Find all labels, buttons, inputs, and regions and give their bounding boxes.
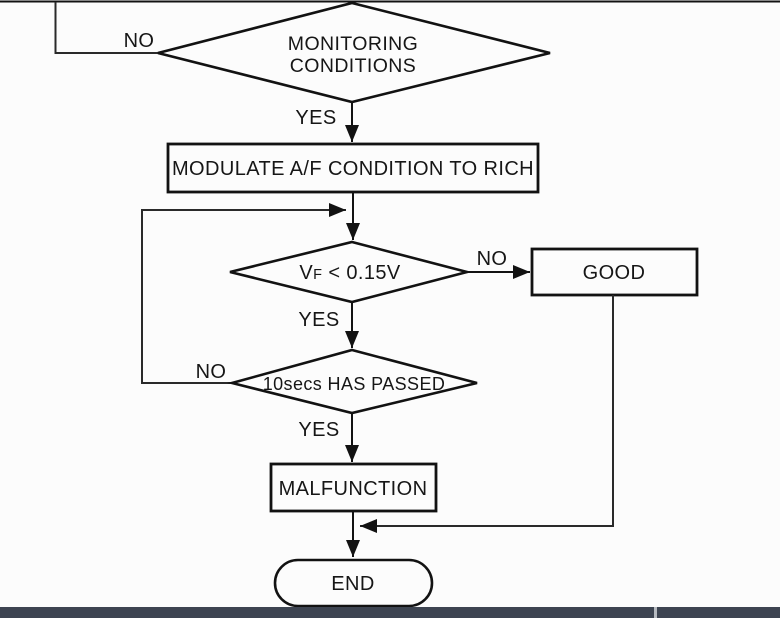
bottom-bar-divider bbox=[654, 607, 657, 618]
monitoring-no-label: NO bbox=[124, 30, 155, 52]
vf-label-subscript: F bbox=[313, 267, 322, 283]
modulate-process-box bbox=[166, 142, 540, 194]
malfunction-box bbox=[269, 462, 438, 513]
timer-no-label: NO bbox=[196, 361, 227, 383]
good-box bbox=[530, 247, 699, 297]
timer-yes-label: YES bbox=[298, 419, 339, 441]
good-label: GOOD bbox=[583, 262, 646, 284]
end-label: END bbox=[331, 573, 374, 595]
vf-label-condition: < 0.15V bbox=[328, 262, 401, 284]
vf-label-base: V bbox=[299, 262, 313, 284]
timer-no-loop-arrow bbox=[141, 203, 346, 384]
monitoring-yes-label: YES bbox=[295, 107, 336, 129]
monitoring-label-line1: MONITORING bbox=[288, 33, 418, 55]
end-terminator bbox=[273, 558, 434, 608]
malfunction-label: MALFUNCTION bbox=[279, 478, 428, 500]
timer-label: 10secs HAS PASSED bbox=[263, 374, 446, 394]
monitoring-no-loop-line bbox=[54, 2, 158, 54]
bottom-bar bbox=[0, 607, 780, 618]
modulate-label: MODULATE A/F CONDITION TO RICH bbox=[172, 158, 534, 180]
good-join-arrow bbox=[360, 295, 614, 533]
vf-no-label: NO bbox=[477, 248, 508, 270]
vf-label: VF < 0.15V bbox=[299, 262, 401, 284]
vf-yes-label: YES bbox=[298, 309, 339, 331]
monitoring-label-line2: CONDITIONS bbox=[290, 55, 416, 77]
